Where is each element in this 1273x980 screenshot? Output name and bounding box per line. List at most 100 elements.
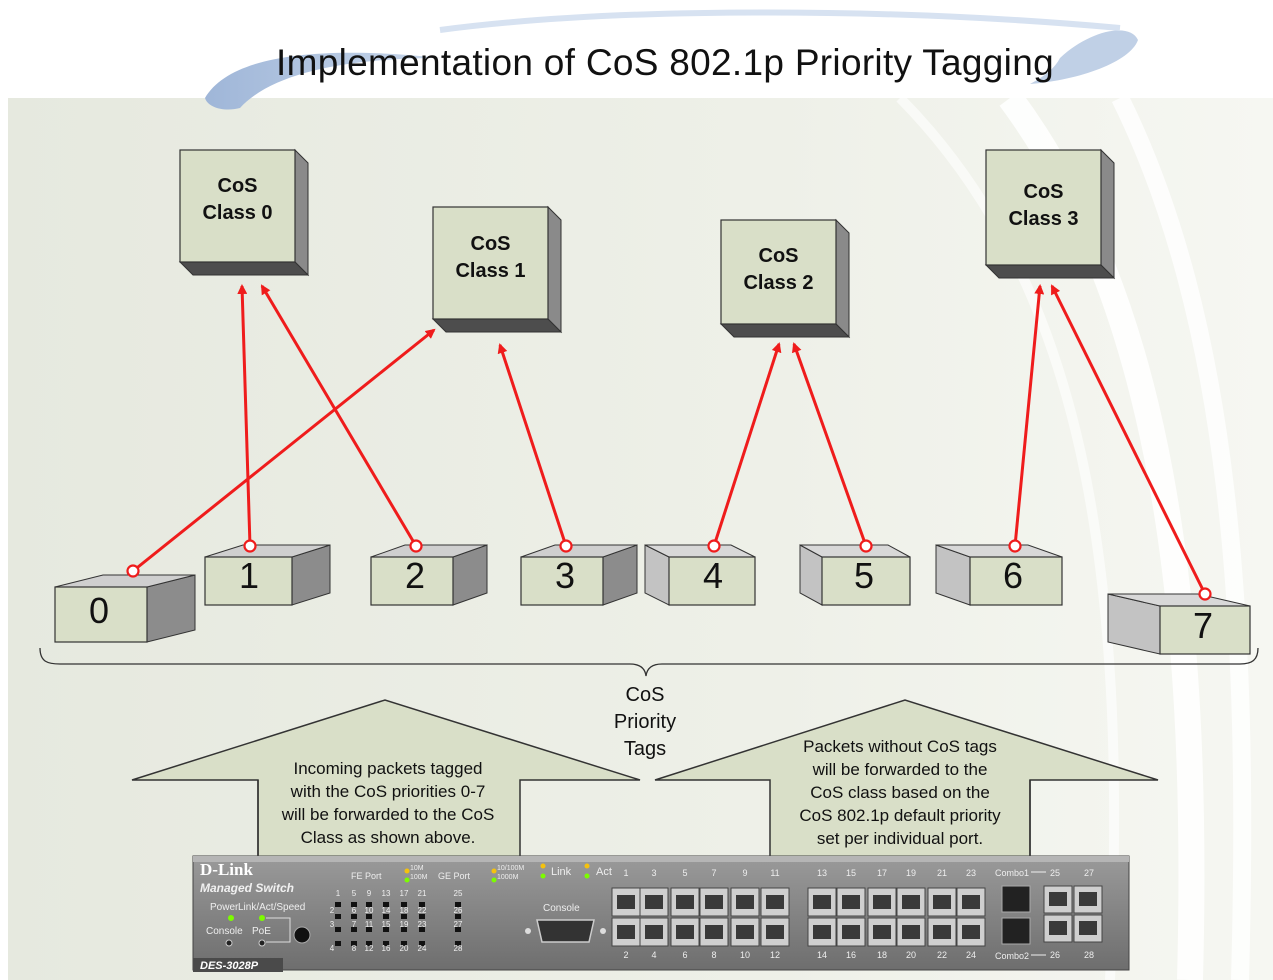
brace-label-line2: Priority <box>613 711 677 733</box>
boxes-layer <box>54 148 1251 655</box>
notes-layer <box>131 699 1159 861</box>
priority-tag-2: 2 <box>404 555 426 596</box>
indicator-dot <box>584 863 590 869</box>
decor-arc-2 <box>1111 94 1252 980</box>
cos-class-box-0-face <box>179 149 296 263</box>
note-left-line: Incoming packets tagged <box>293 759 483 778</box>
tag-box-0 <box>54 574 196 643</box>
rj45-port-bottom-hole <box>766 925 784 939</box>
port-number-bottom: 14 <box>817 950 827 960</box>
combo-port-number: 28 <box>1084 950 1094 960</box>
port-led <box>351 902 357 907</box>
switch-brand: D-Link <box>200 860 253 879</box>
cos-class-box-3-bottom <box>984 264 1116 279</box>
indicator-dot <box>404 868 410 874</box>
switch-poe-label: PoE <box>252 926 271 937</box>
cos-class-box-1-face <box>432 206 549 320</box>
title-swoosh-left <box>205 52 440 110</box>
led-grid-number: 20 <box>400 944 409 953</box>
port-number-bottom: 8 <box>711 950 716 960</box>
led-grid <box>335 902 461 946</box>
tag-box-4-face <box>668 556 756 606</box>
cos-class-3-line1: CoS <box>1023 181 1064 203</box>
led-row-number: 3 <box>330 920 335 929</box>
tag-box-7 <box>1107 593 1251 655</box>
switch-console-port-label: Console <box>543 903 580 914</box>
port-number-top: 9 <box>742 868 747 878</box>
led-grid-number: 18 <box>400 906 409 915</box>
rj45-port-top-hole <box>933 895 951 909</box>
tag-box-2-face <box>370 556 454 606</box>
led-grid-number: 10 <box>365 906 374 915</box>
rj45-port-bottom-hole <box>617 925 635 939</box>
sfp-slot-2 <box>1001 917 1031 945</box>
rj45-port-bottom-hole <box>842 925 860 939</box>
port-number-top: 15 <box>846 868 856 878</box>
combo-rj45-hole <box>1079 892 1097 906</box>
port-number-bottom: 12 <box>770 950 780 960</box>
rj45-port-bottom-hole <box>933 925 951 939</box>
port-number-top: 5 <box>682 868 687 878</box>
rj45-port-top-hole <box>736 895 754 909</box>
mapping-arrow-2 <box>260 284 418 547</box>
port-led <box>455 902 461 907</box>
port-led <box>383 902 389 907</box>
led-grid-number: 26 <box>454 906 463 915</box>
port-led <box>335 927 341 932</box>
switch-speed-100m: 100M <box>410 874 428 881</box>
rj45-port-bottom-hole <box>962 925 980 939</box>
cos-class-box-1-bottom <box>431 318 563 333</box>
cos-class-3-line2: Class 3 <box>1008 208 1079 230</box>
port-led <box>366 914 372 919</box>
led-grid-number: 6 <box>352 906 357 915</box>
tag-box-2 <box>370 544 488 606</box>
note-left-line: Class as shown above. <box>300 828 476 847</box>
title-swoosh-right <box>1030 30 1138 84</box>
port-led <box>335 914 341 919</box>
mapping-arrow-7 <box>1050 284 1207 595</box>
cos-class-1-line1: CoS <box>470 233 511 255</box>
port-led <box>455 941 461 946</box>
switch-combo1-label: Combo1 <box>995 868 1030 878</box>
port-led <box>401 902 407 907</box>
note-left-line: will be forwarded to the CoS <box>281 805 495 824</box>
poe-bracket <box>266 917 291 943</box>
priority-tag-0: 0 <box>88 590 110 631</box>
led-grid-number: 8 <box>352 944 357 953</box>
rj45-port-top-hole <box>645 895 663 909</box>
tag-box-1 <box>204 544 331 606</box>
port-led <box>366 927 372 932</box>
port-led <box>335 941 341 946</box>
led-grid-number: 24 <box>418 944 427 953</box>
mapping-origin-0 <box>126 564 140 578</box>
combo-rj45-hole <box>1049 921 1067 935</box>
led-col-number: 21 <box>418 889 427 898</box>
led-grid-number: 16 <box>382 944 391 953</box>
port-number-bottom: 10 <box>740 950 750 960</box>
cos-class-box-2-side <box>835 218 850 339</box>
cos-class-1-line2: Class 1 <box>455 260 526 282</box>
port-led <box>419 941 425 946</box>
decor-arc-3 <box>896 94 1120 980</box>
cos-class-0-label: CoS Class 0 <box>180 173 295 227</box>
cos-class-2-line2: Class 2 <box>743 272 814 294</box>
led-grid-number: 23 <box>418 920 427 929</box>
tag-box-6-face <box>969 556 1063 606</box>
priority-tags-brace <box>39 647 1259 677</box>
cos-class-box-0-side <box>294 148 309 277</box>
switch-model: DES-3028P <box>200 960 259 972</box>
port-led <box>419 927 425 932</box>
combo-rj45-hole <box>1049 892 1067 906</box>
port-number-top: 13 <box>817 868 827 878</box>
port-led <box>419 914 425 919</box>
port-led <box>351 914 357 919</box>
note-right-line: Packets without CoS tags <box>803 737 997 756</box>
cos-class-box-0 <box>178 148 310 277</box>
switch-speed-10-100m: 10/100M <box>497 865 525 872</box>
led-col-number: 9 <box>367 889 372 898</box>
port-led <box>401 927 407 932</box>
port-number-top: 11 <box>770 868 779 878</box>
power-led <box>228 915 234 921</box>
